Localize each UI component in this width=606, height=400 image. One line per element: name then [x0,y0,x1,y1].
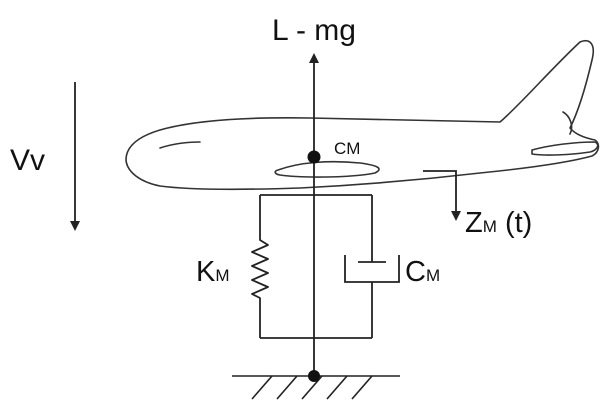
displacement-arrow [423,170,461,221]
airplane-outline [125,40,600,191]
damper-element [344,195,400,338]
suspension-frame [260,194,372,376]
ground-contact-dot [308,370,320,382]
stiffness-label: KM [196,256,230,288]
stiffness-symbol: K [196,256,216,288]
velocity-label: Vv [10,144,45,177]
damping-subscript: M [426,266,440,285]
displacement-subscript: M [483,217,497,236]
spring-element [251,195,269,338]
displacement-argument: (t) [497,207,532,239]
displacement-label: ZM (t) [465,207,532,239]
damping-label: CM [405,256,440,288]
force-label: L - mg [272,14,356,47]
displacement-symbol: Z [465,207,483,239]
stiffness-subscript: M [215,266,229,285]
center-of-mass-label: CM [334,139,360,158]
ground-hatching [232,375,400,400]
center-of-mass-dot [307,150,321,164]
damping-symbol: C [405,256,426,288]
